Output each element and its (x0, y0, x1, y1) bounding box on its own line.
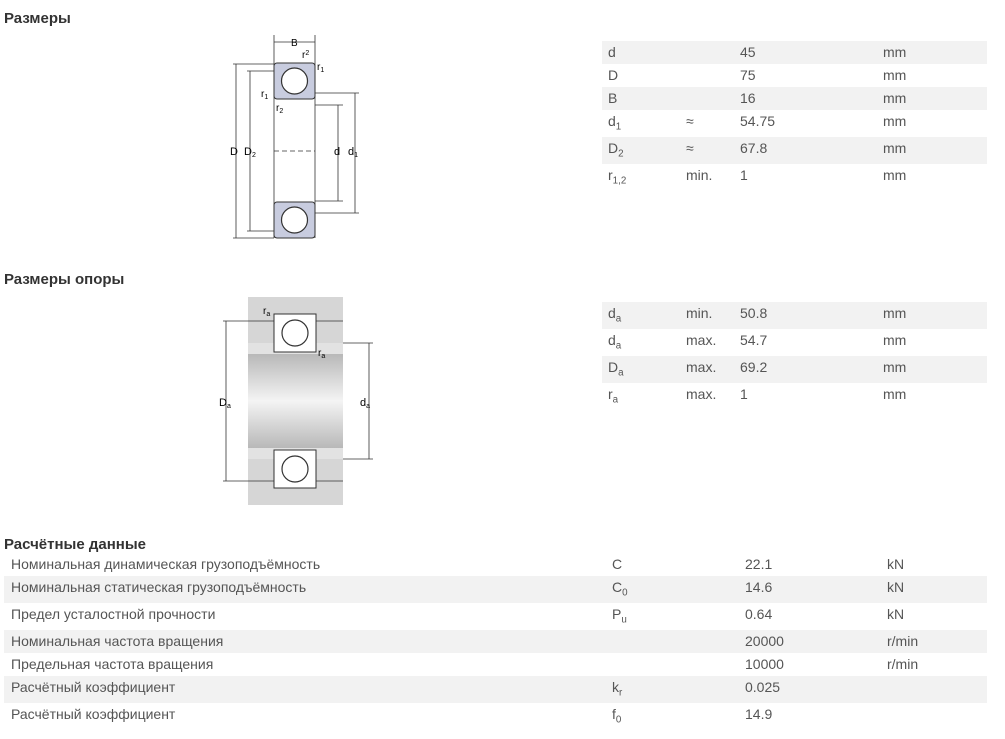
dim-value: 1 (740, 167, 748, 183)
calc-label: Расчётный коэффициент (11, 679, 176, 695)
abutment-dimension-drawing: ra ra Da da (219, 297, 373, 505)
calc-symbol: f0 (612, 706, 622, 726)
abut-unit: mm (883, 332, 907, 348)
calc-symbol: C (612, 556, 623, 572)
calc-heading: Расчётные данные (4, 536, 147, 553)
dim-qualifier: ≈ (686, 113, 694, 129)
dim-unit: mm (883, 67, 907, 83)
label-r1-right: r1 (317, 62, 324, 74)
label-da: da (360, 397, 370, 410)
label-Da: Da (219, 397, 231, 410)
calc-value: 20000 (745, 633, 784, 649)
abut-symbol: Da (608, 359, 624, 379)
calc-symbol: kr (612, 679, 623, 699)
table-row: Предел усталостной прочности Pu 0.64 kN (4, 603, 987, 630)
table-row: d 45 mm (602, 41, 987, 64)
label-ra-right: ra (318, 348, 325, 360)
dim-qualifier: min. (686, 167, 713, 183)
calc-unit: kN (887, 606, 905, 622)
calc-label: Номинальная динамическая грузоподъёмност… (11, 556, 321, 572)
abut-unit: mm (883, 359, 907, 375)
calc-value: 22.1 (745, 556, 773, 572)
abutment-heading: Размеры опоры (4, 271, 125, 288)
calc-value: 14.9 (745, 706, 773, 722)
abut-unit: mm (883, 386, 907, 402)
calc-value: 14.6 (745, 579, 773, 595)
dim-unit: mm (883, 90, 907, 106)
abut-symbol: da (608, 332, 622, 352)
label-d: d (334, 146, 340, 158)
bearing-dimension-drawing: B r2 r1 r1 r2 D D2 d d1 (230, 35, 359, 239)
calc-value: 0.64 (745, 606, 773, 622)
label-r2-bottom: r2 (276, 103, 283, 115)
table-row: ra max. 1 mm (602, 383, 987, 410)
dim-symbol: r1,2 (608, 167, 627, 187)
calc-unit: r/min (887, 656, 919, 672)
abut-qualifier: max. (686, 359, 717, 375)
dim-symbol: d1 (608, 113, 622, 133)
dim-value: 54.75 (740, 113, 776, 129)
table-row: r1,2 min. 1 mm (602, 164, 987, 191)
abut-symbol: ra (608, 386, 619, 406)
abut-qualifier: min. (686, 305, 713, 321)
table-row: D2 ≈ 67.8 mm (602, 137, 987, 164)
calc-unit: r/min (887, 633, 919, 649)
table-row: Расчётный коэффициент f0 14.9 (4, 703, 987, 730)
calc-value: 10000 (745, 656, 784, 672)
label-D: D (230, 146, 238, 158)
abut-unit: mm (883, 305, 907, 321)
calc-table: Номинальная динамическая грузоподъёмност… (4, 553, 987, 730)
table-row: Номинальная частота вращения 20000 r/min (4, 630, 987, 653)
calc-unit: kN (887, 579, 905, 595)
abut-value: 50.8 (740, 305, 768, 321)
dim-value: 45 (740, 44, 756, 60)
abut-qualifier: max. (686, 386, 717, 402)
calc-symbol: Pu (612, 606, 627, 626)
label-ra-top: ra (263, 306, 270, 318)
table-row: D 75 mm (602, 64, 987, 87)
dim-symbol: D (608, 67, 619, 83)
calc-label: Предельная частота вращения (11, 656, 214, 672)
abut-value: 1 (740, 386, 748, 402)
calc-unit: kN (887, 556, 905, 572)
table-row: B 16 mm (602, 87, 987, 110)
dimensions-table: d 45 mm D 75 mm B 16 mm d1 ≈ 54.75 mm D2… (602, 41, 987, 191)
dim-qualifier: ≈ (686, 140, 694, 156)
label-r2-top: r2 (302, 50, 309, 61)
abut-qualifier: max. (686, 332, 717, 348)
label-B: B (291, 38, 298, 49)
label-D2: D2 (244, 146, 256, 159)
abutment-table: da min. 50.8 mm da max. 54.7 mm Da max. … (602, 302, 987, 410)
label-r1-left: r1 (261, 89, 268, 101)
table-row: Da max. 69.2 mm (602, 356, 987, 383)
dim-value: 75 (740, 67, 756, 83)
abut-value: 54.7 (740, 332, 768, 348)
calc-label: Расчётный коэффициент (11, 706, 176, 722)
table-row: Номинальная динамическая грузоподъёмност… (4, 553, 987, 576)
table-row: da max. 54.7 mm (602, 329, 987, 356)
dim-value: 16 (740, 90, 756, 106)
calc-label: Предел усталостной прочности (11, 606, 216, 622)
table-row: da min. 50.8 mm (602, 302, 987, 329)
label-d1: d1 (348, 146, 358, 159)
dim-unit: mm (883, 167, 907, 183)
dimensions-heading: Размеры (4, 10, 71, 27)
dim-unit: mm (883, 140, 907, 156)
dim-symbol: D2 (608, 140, 624, 160)
abut-value: 69.2 (740, 359, 768, 375)
dim-symbol: d (608, 44, 616, 60)
calc-label: Номинальная частота вращения (11, 633, 224, 649)
dim-unit: mm (883, 44, 907, 60)
dim-symbol: B (608, 90, 618, 106)
dim-value: 67.8 (740, 140, 768, 156)
table-row: Номинальная статическая грузоподъёмность… (4, 576, 987, 603)
calc-label: Номинальная статическая грузоподъёмность (11, 579, 307, 595)
dim-unit: mm (883, 113, 907, 129)
abut-symbol: da (608, 305, 622, 325)
calc-symbol: C0 (612, 579, 628, 599)
calc-value: 0.025 (745, 679, 781, 695)
table-row: d1 ≈ 54.75 mm (602, 110, 987, 137)
table-row: Расчётный коэффициент kr 0.025 (4, 676, 987, 703)
table-row: Предельная частота вращения 10000 r/min (4, 653, 987, 676)
